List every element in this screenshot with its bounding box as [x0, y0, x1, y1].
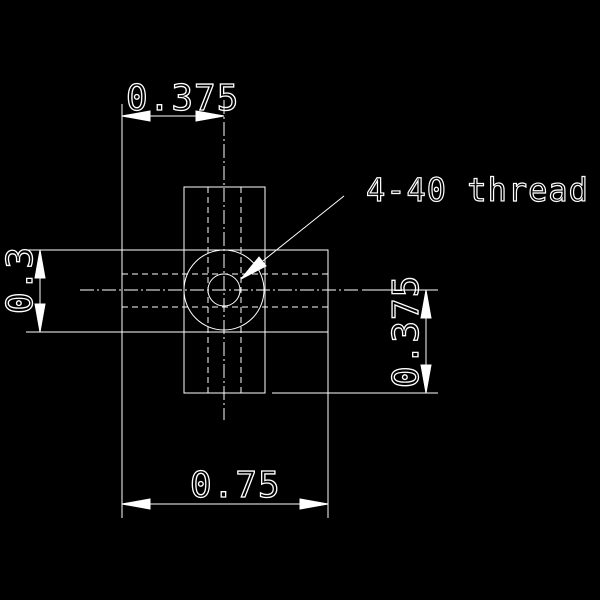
dimension-top-width: [121, 104, 225, 250]
arrowhead-top: [420, 289, 432, 319]
thread-callout-label: 4-40 thread: [366, 171, 589, 209]
dimension-bottom-width: [121, 332, 329, 518]
dimension-label-bottom-width: 0.75: [190, 465, 281, 506]
leader-arrowhead: [240, 256, 267, 280]
arrowhead-left: [121, 498, 151, 510]
dimension-left-height: [26, 249, 122, 333]
arrowhead-right: [299, 498, 329, 510]
dimension-label-top-width: 0.375: [126, 78, 239, 119]
horizontal-bar: [121, 249, 329, 333]
center-lines: [80, 100, 360, 420]
dimension-label-left-height: 0.3: [0, 246, 41, 314]
arrowhead-bottom: [420, 364, 432, 394]
arrowhead-bottom: [34, 303, 46, 333]
arrowhead-left: [121, 110, 151, 122]
arrowhead-top: [34, 249, 46, 279]
thread-callout-leader: [240, 195, 345, 280]
dimension-label-right-height: 0.375: [386, 275, 427, 388]
arrowhead-right: [195, 110, 225, 122]
dimension-right-height: [272, 289, 438, 394]
